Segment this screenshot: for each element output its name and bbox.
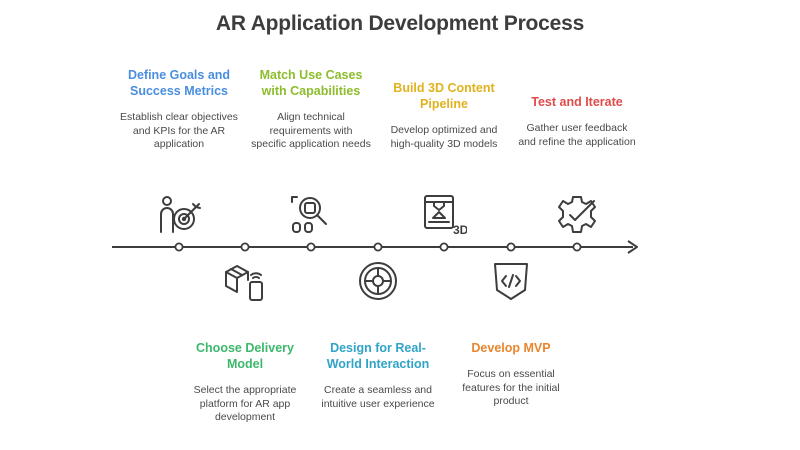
- step-description: Focus on essential features for the init…: [462, 368, 560, 407]
- step-description: Establish clear objectives and KPIs for …: [120, 111, 238, 150]
- timeline-marker: [240, 242, 250, 252]
- step-define-goals: Define Goals and Success Metrics Establi…: [119, 67, 239, 152]
- step-title: Choose Delivery Model: [196, 341, 294, 371]
- step-title: Design for Real-World Interaction: [326, 341, 430, 371]
- page-title: AR Application Development Process: [215, 12, 585, 35]
- step-develop-mvp: Develop MVP Focus on essential features …: [451, 340, 571, 409]
- timeline-marker: [572, 242, 582, 252]
- timeline-marker: [506, 242, 516, 252]
- printer-3d-icon: 3D: [424, 195, 467, 237]
- timeline-marker: [306, 242, 316, 252]
- step-test-iterate: Test and Iterate Gather user feedback an…: [517, 94, 637, 149]
- step-title: Match Use Cases with Capabilities: [259, 68, 363, 98]
- step-description: Align technical requirements with specif…: [251, 111, 371, 150]
- step-title: Build 3D Content Pipeline: [393, 81, 495, 111]
- step-build-3d-pipeline: Build 3D Content Pipeline Develop optimi…: [384, 80, 504, 151]
- step-description: Gather user feedback and refine the appl…: [518, 122, 636, 148]
- step-description: Create a seamless and intuitive user exp…: [321, 384, 435, 410]
- step-design-interaction: Design for Real-World Interaction Create…: [318, 340, 438, 411]
- timeline-marker: [439, 242, 449, 252]
- gear-check-icon: [558, 196, 596, 233]
- timeline-arrowhead: [627, 240, 638, 254]
- step-title: Test and Iterate: [531, 95, 623, 109]
- timeline-marker: [373, 242, 383, 252]
- step-choose-delivery: Choose Delivery Model Select the appropr…: [185, 340, 305, 425]
- 3d-label: 3D: [453, 223, 467, 237]
- code-shield-icon: [494, 263, 528, 300]
- step-description: Develop optimized and high-quality 3D mo…: [390, 124, 498, 150]
- step-match-use-cases: Match Use Cases with Capabilities Align …: [251, 67, 371, 152]
- step-title: Define Goals and Success Metrics: [127, 68, 231, 98]
- target-person-icon: [160, 196, 201, 233]
- box-device-icon: [225, 265, 263, 301]
- step-description: Select the appropriate platform for AR a…: [193, 384, 297, 423]
- timeline-marker: [174, 242, 184, 252]
- circle-target-icon: [359, 262, 397, 300]
- step-title: Develop MVP: [471, 341, 551, 355]
- search-grid-icon: [291, 196, 327, 233]
